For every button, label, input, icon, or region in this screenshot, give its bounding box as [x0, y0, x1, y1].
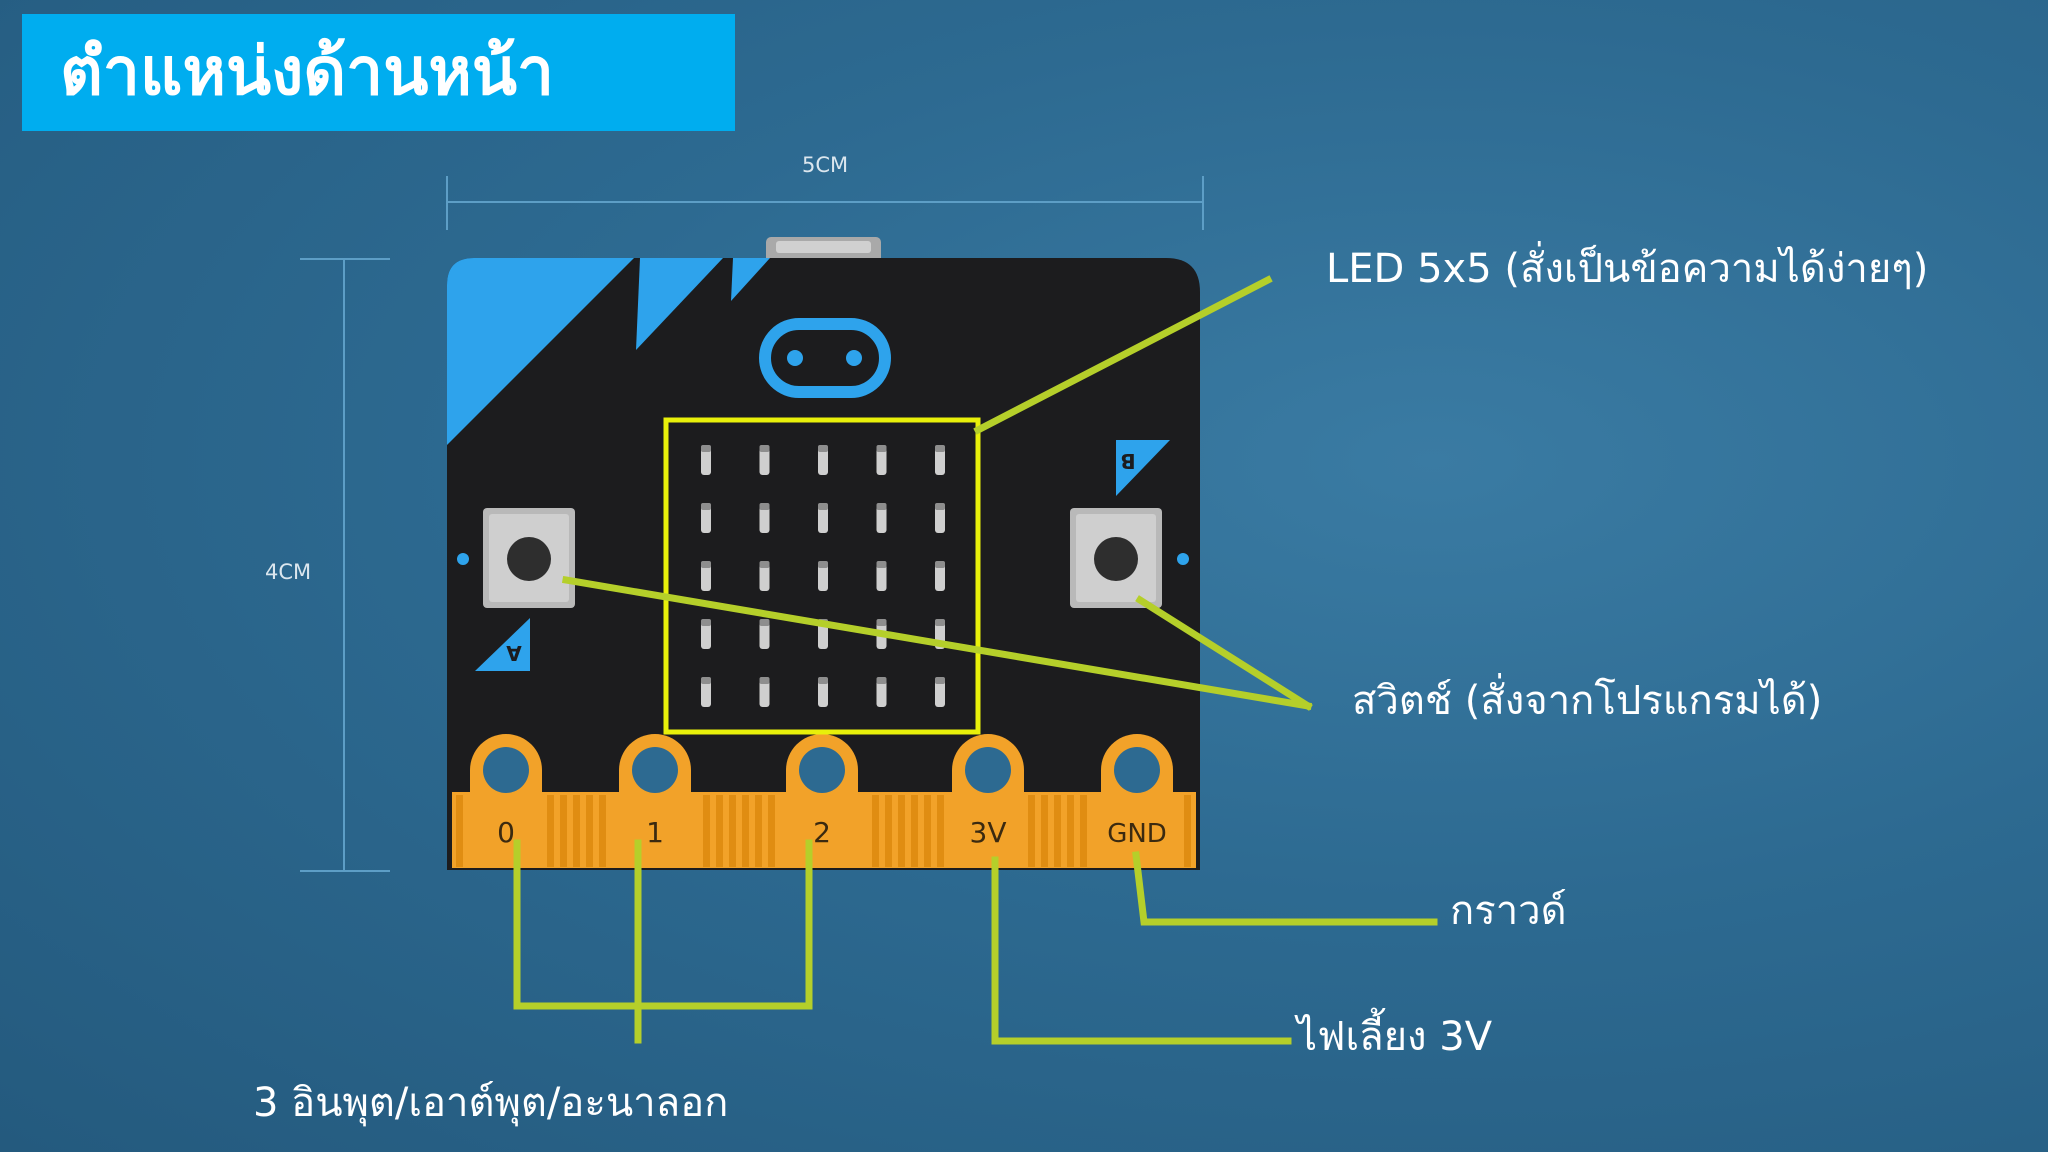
power-leader-line [991, 856, 1292, 1045]
button-b-label: B [1120, 449, 1135, 473]
led-cell [759, 619, 770, 649]
edge-connector: 0 1 2 3V GND [452, 734, 1196, 868]
pin-label: 2 [813, 816, 831, 849]
button-b-label-marker: B [1116, 440, 1170, 496]
led-cell [759, 561, 770, 591]
edge-connector-finger [1028, 795, 1035, 867]
edge-connector-finger [885, 795, 892, 867]
switch-a-leader-line [561, 575, 1313, 711]
edge-connector-finger [742, 795, 749, 867]
height-dimension [300, 258, 390, 872]
edge-connector-finger [456, 795, 463, 867]
pin-2[interactable]: 2 [786, 734, 858, 868]
led-cell [701, 503, 711, 533]
led-indicator-dot [457, 553, 469, 565]
pin-label: 3V [970, 816, 1007, 849]
led-callout-label: LED 5x5 (สั่งเป็นข้อความได้ง่ายๆ) [1326, 246, 1929, 292]
led-cell [935, 561, 945, 591]
edge-connector-finger [547, 795, 554, 867]
led-cell [876, 503, 887, 533]
switch-callout-label: สวิตช์ (สั่งจากโปรแกรมได้) [1352, 678, 1823, 724]
pin-label: 1 [646, 816, 664, 849]
board-stripe-graphic [731, 258, 770, 301]
edge-connector-finger [599, 795, 606, 867]
edge-connector-finger [924, 795, 931, 867]
ground-leader-line [1132, 851, 1438, 926]
edge-connector-finger [872, 795, 879, 867]
pin-1[interactable]: 1 [619, 734, 691, 868]
pin-3v[interactable]: 3V [952, 734, 1024, 868]
io-callout-label: 3 อินพุต/เอาต์พุต/อะนาลอก [253, 1080, 729, 1126]
led-cell [701, 561, 711, 591]
microbit-board: A B 0 1 2 3V GND [447, 258, 1200, 870]
led-cell [876, 561, 887, 591]
microbit-logo [759, 318, 891, 398]
edge-connector-finger [911, 795, 918, 867]
led-cell [818, 445, 828, 475]
led-cell [876, 445, 887, 475]
edge-connector-finger [755, 795, 762, 867]
led-cell [759, 503, 770, 533]
pin-0[interactable]: 0 [470, 734, 542, 868]
led-cell [701, 445, 711, 475]
edge-connector-finger [768, 795, 775, 867]
switch-b-leader-line [1135, 595, 1313, 711]
led-cell [759, 445, 770, 475]
edge-connector-finger [716, 795, 723, 867]
board-stripe-graphic [636, 258, 723, 350]
button-a-label: A [506, 641, 522, 665]
edge-connector-finger [1080, 795, 1087, 867]
led-cell [876, 677, 887, 707]
led-cell [818, 503, 828, 533]
edge-connector-finger [560, 795, 567, 867]
io-leader-line [513, 839, 813, 1010]
led-cell [818, 677, 828, 707]
power-callout-label: ไฟเลี้ยง 3V [1297, 1014, 1493, 1060]
edge-connector-fingers [456, 795, 1191, 867]
edge-connector-finger [937, 795, 944, 867]
button-a-label-marker: A [475, 618, 530, 671]
edge-connector-finger [1054, 795, 1061, 867]
led-cell [759, 677, 770, 707]
led-leader-line [973, 275, 1273, 435]
page-title: ตำแหน่งด้านหน้า [60, 33, 555, 110]
edge-connector-finger [586, 795, 593, 867]
pin-label: GND [1107, 819, 1167, 849]
width-dimension-label: 5CM [802, 153, 849, 177]
button-b[interactable] [1070, 508, 1162, 608]
led-matrix [701, 445, 945, 707]
leader-lines [513, 275, 1438, 1045]
title-banner: ตำแหน่งด้านหน้า [22, 14, 735, 131]
edge-connector-finger [1067, 795, 1074, 867]
led-cell [935, 677, 945, 707]
edge-connector-finger [573, 795, 580, 867]
led-indicator-dot [1177, 553, 1189, 565]
pin-gnd[interactable]: GND [1101, 734, 1173, 868]
ground-callout-label: กราวด์ [1450, 888, 1567, 934]
board-corner-graphic [447, 258, 634, 445]
pin-label: 0 [497, 816, 515, 849]
height-dimension-label: 4CM [265, 560, 312, 584]
led-cell [818, 561, 828, 591]
led-cell [701, 619, 711, 649]
edge-connector-finger [729, 795, 736, 867]
led-cell [935, 503, 945, 533]
led-cell [935, 445, 945, 475]
led-highlight-box [663, 417, 981, 735]
edge-connector-finger [898, 795, 905, 867]
led-cell [701, 677, 711, 707]
edge-connector-finger [703, 795, 710, 867]
width-dimension [446, 176, 1204, 230]
edge-connector-finger [1184, 795, 1191, 867]
edge-connector-finger [1041, 795, 1048, 867]
button-a[interactable] [483, 508, 575, 608]
